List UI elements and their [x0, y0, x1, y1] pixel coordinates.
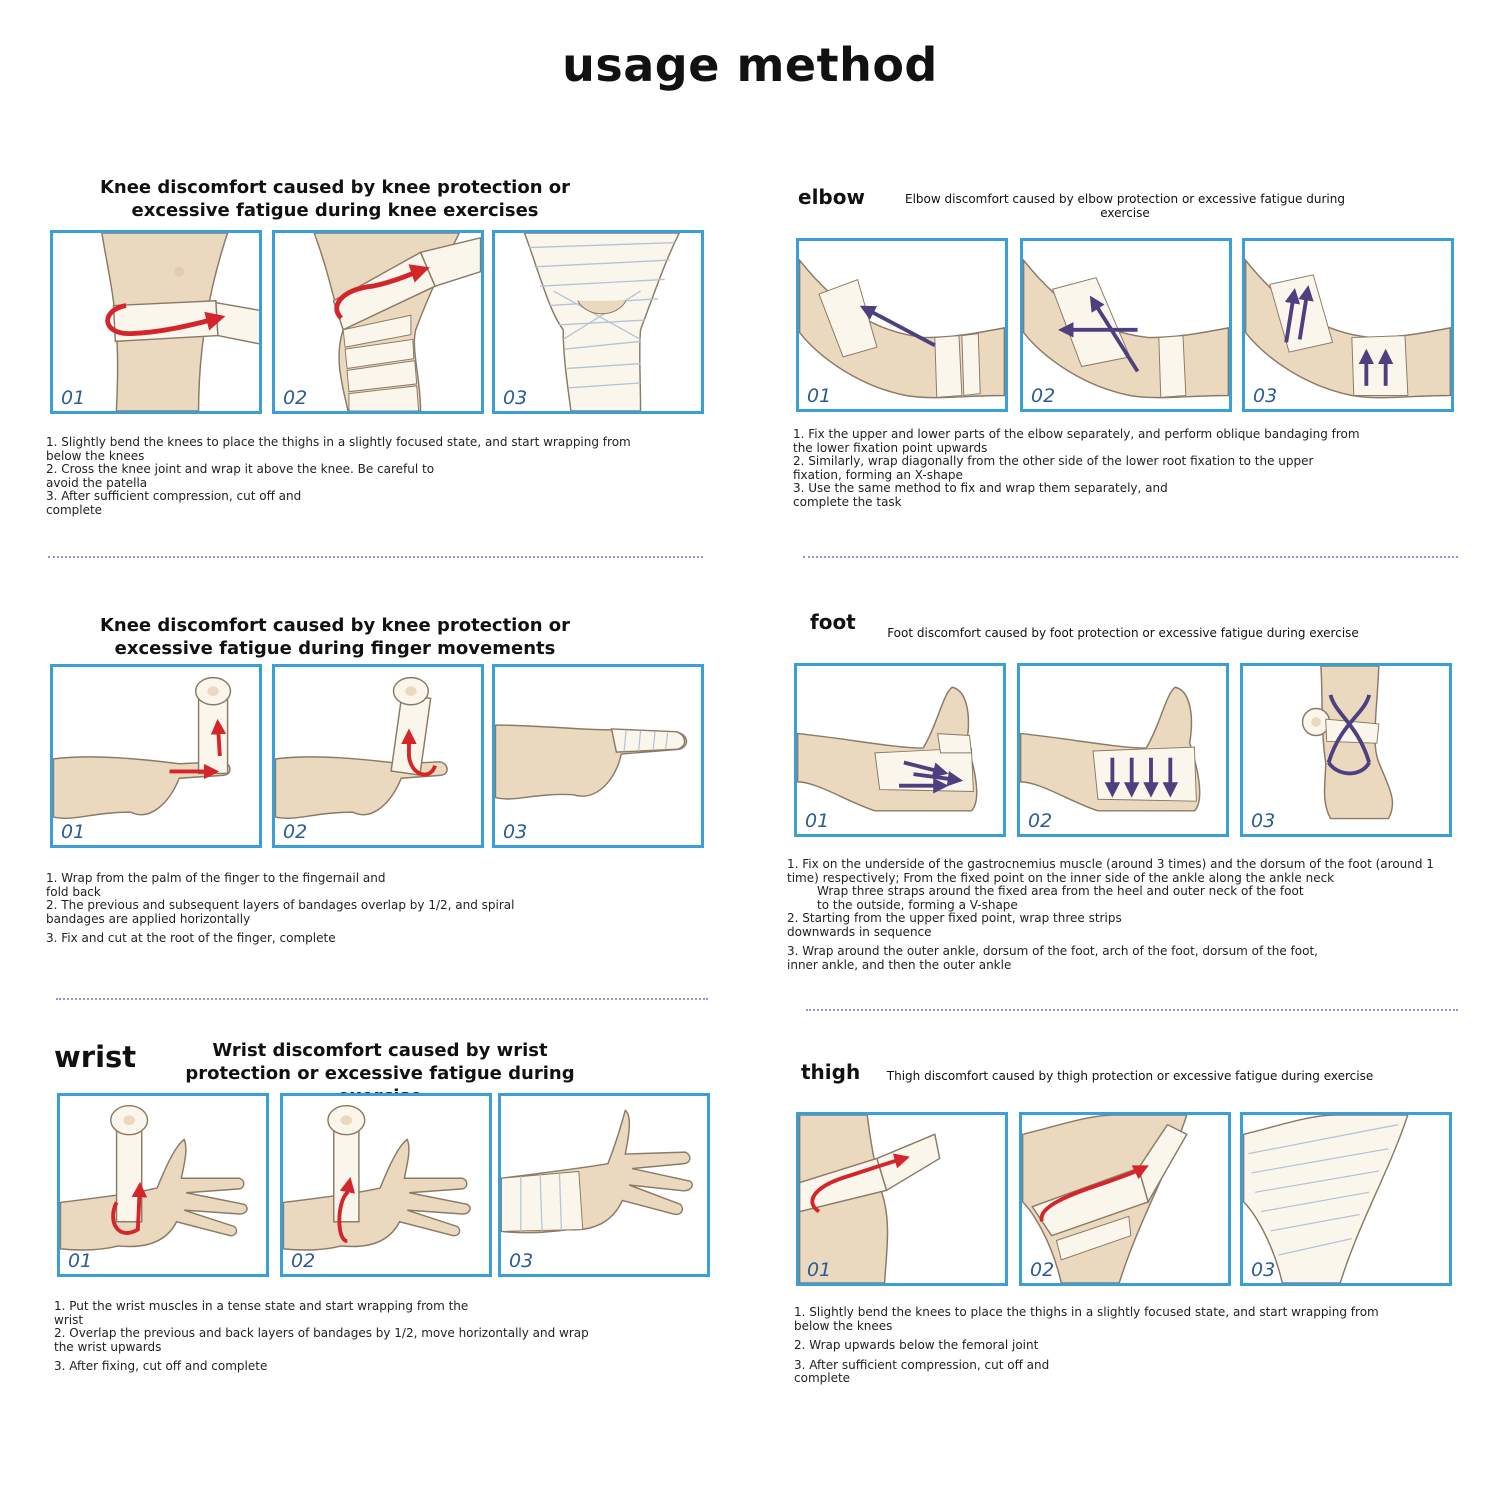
instruction-line: 1. Fix on the underside of the gastrocne…: [787, 857, 1434, 885]
wrist-panel-2: 02: [280, 1093, 492, 1277]
wrist-panel-1: 01: [57, 1093, 269, 1277]
finger-panel-1: 01: [50, 664, 262, 848]
knee-wrap-start-illustration: [101, 233, 259, 411]
foot-panel-1: 01: [794, 663, 1006, 837]
wrist-wrap-start-illustration: [60, 1104, 248, 1251]
step-number: 01: [807, 1259, 832, 1281]
foot-instructions: 1. Fix on the underside of the gastrocne…: [787, 857, 1452, 972]
finger-instructions: 1. Wrap from the palm of the finger to t…: [46, 871, 516, 946]
step-number: 02: [283, 387, 308, 409]
step-number: 02: [283, 821, 308, 843]
step-number: 03: [503, 821, 528, 843]
section-divider: [56, 998, 708, 1000]
instruction-line: 3. After sufficient compression, cut off…: [46, 489, 302, 517]
section-divider: [806, 1009, 1458, 1011]
section-divider: [803, 556, 1458, 558]
knee-panel-1: 01: [50, 230, 262, 414]
finger-spiral-wrap-illustration: [275, 676, 448, 820]
elbow-separate-wrap-illustration: [1245, 258, 1451, 399]
section-divider: [48, 556, 703, 558]
elbow-label: elbow: [798, 185, 865, 209]
thigh-label: thigh: [801, 1060, 861, 1084]
step-number: 02: [291, 1250, 316, 1272]
step-number: 03: [1251, 810, 1276, 832]
elbow-panel-2: 02: [1020, 238, 1232, 412]
finger-panel-2: 02: [272, 664, 484, 848]
wrist-label: wrist: [54, 1040, 137, 1074]
instruction-line: 3. Wrap around the outer ankle, dorsum o…: [787, 944, 1318, 972]
instruction-line: Wrap three straps around the fixed area …: [817, 884, 1304, 912]
step-number: 02: [1028, 810, 1053, 832]
instruction-line: 2. Wrap upwards below the femoral joint: [794, 1338, 1039, 1352]
instruction-line: 3. Use the same method to fix and wrap t…: [793, 481, 1168, 509]
step-number: 01: [805, 810, 830, 832]
thigh-upward-wrap-illustration: [1022, 1115, 1188, 1283]
wrist-instructions: 1. Put the wrist muscles in a tense stat…: [54, 1299, 594, 1374]
knee-cross-wrap-illustration: [313, 233, 481, 411]
instruction-line: 3. Fix and cut at the root of the finger…: [46, 931, 336, 945]
instruction-line: 2. Overlap the previous and back layers …: [54, 1326, 589, 1354]
foot-figure-eight-illustration: [1301, 666, 1394, 820]
elbow-oblique-wrap-illustration: [799, 258, 1005, 399]
instruction-line: 1. Slightly bend the knees to place the …: [46, 435, 631, 463]
instruction-line: 3. After fixing, cut off and complete: [54, 1359, 268, 1373]
foot-panel-3: 03: [1240, 663, 1452, 837]
instruction-line: 2. Starting from the upper fixed point, …: [787, 911, 1122, 939]
finger-wrapped-illustration: [495, 724, 688, 800]
step-number: 03: [1251, 1259, 1276, 1281]
wrist-overlap-wrap-illustration: [283, 1104, 471, 1251]
foot-fix-illustration: [797, 686, 978, 812]
instruction-line: 1. Fix the upper and lower parts of the …: [793, 427, 1360, 455]
step-number: 01: [807, 385, 832, 407]
foot-subtitle: Foot discomfort caused by foot protectio…: [887, 626, 1359, 640]
wrist-panel-3: 03: [498, 1093, 710, 1277]
instruction-line: 2. The previous and subsequent layers of…: [46, 898, 515, 926]
knee-title: Knee discomfort caused by knee protectio…: [99, 177, 571, 221]
instruction-line: 1. Slightly bend the knees to place the …: [794, 1305, 1379, 1333]
instruction-line: 2. Cross the knee joint and wrap it abov…: [46, 462, 435, 490]
elbow-panel-3: 03: [1242, 238, 1454, 412]
knee-instructions: 1. Slightly bend the knees to place the …: [46, 435, 636, 517]
elbow-subtitle: Elbow discomfort caused by elbow protect…: [905, 192, 1345, 220]
thigh-wrapped-illustration: [1243, 1115, 1409, 1283]
step-number: 03: [509, 1250, 534, 1272]
step-number: 02: [1031, 385, 1056, 407]
finger-title: Knee discomfort caused by knee protectio…: [99, 615, 571, 659]
thigh-instructions: 1. Slightly bend the knees to place the …: [794, 1305, 1414, 1386]
step-number: 02: [1030, 1259, 1055, 1281]
instruction-line: 2. Similarly, wrap diagonally from the o…: [793, 454, 1314, 482]
knee-wrapped-illustration: [523, 233, 681, 411]
elbow-instructions: 1. Fix the upper and lower parts of the …: [793, 427, 1363, 509]
knee-panel-3: 03: [492, 230, 704, 414]
wrist-wrapped-illustration: [501, 1109, 693, 1234]
step-number: 01: [68, 1250, 93, 1272]
step-number: 01: [61, 387, 86, 409]
foot-panel-2: 02: [1017, 663, 1229, 837]
step-number: 01: [61, 821, 86, 843]
thigh-panel-2: 02: [1019, 1112, 1231, 1286]
elbow-panel-1: 01: [796, 238, 1008, 412]
thigh-subtitle: Thigh discomfort caused by thigh protect…: [886, 1069, 1374, 1083]
instruction-line: 3. After sufficient compression, cut off…: [794, 1357, 1050, 1385]
thigh-panel-1: 01: [796, 1112, 1008, 1286]
foot-label: foot: [810, 610, 856, 634]
instruction-line: 1. Wrap from the palm of the finger to t…: [46, 871, 386, 899]
foot-strip-wrap-illustration: [1020, 686, 1201, 812]
finger-wrap-start-illustration: [53, 676, 232, 820]
step-number: 03: [1253, 385, 1278, 407]
finger-panel-3: 03: [492, 664, 704, 848]
elbow-x-wrap-illustration: [1023, 258, 1229, 399]
knee-panel-2: 02: [272, 230, 484, 414]
instruction-line: 1. Put the wrist muscles in a tense stat…: [54, 1299, 469, 1327]
step-number: 03: [503, 387, 528, 409]
page-title: usage method: [562, 38, 938, 92]
thigh-panel-3: 03: [1240, 1112, 1452, 1286]
thigh-wrap-start-illustration: [799, 1115, 941, 1283]
